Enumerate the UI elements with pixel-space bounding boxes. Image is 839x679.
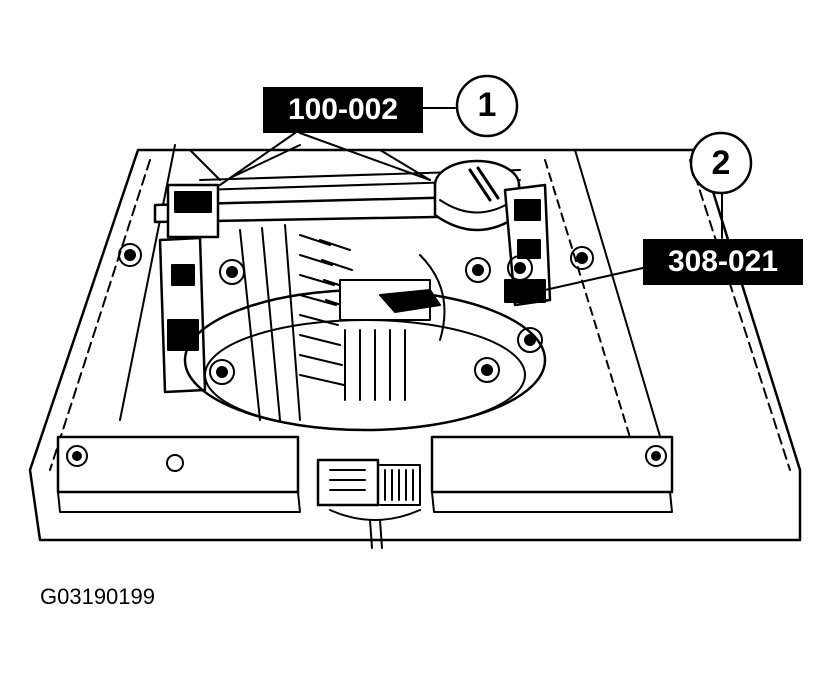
gauge-bracket [503, 183, 552, 307]
figure-id: G03190199 [40, 584, 155, 609]
left-bracket [158, 236, 207, 394]
tool-label-1: 100-002 [263, 87, 423, 133]
fixture-knob [433, 159, 521, 232]
callout-number-1: 1 [477, 86, 497, 124]
housing-bolt-left [118, 243, 142, 267]
callout-circle-2 [689, 131, 753, 195]
callout-circle-1 [455, 74, 519, 138]
tool-label-2: 308-021 [643, 239, 803, 285]
leader-lines [219, 107, 723, 291]
bottom-plate-left [56, 435, 301, 513]
mount-bolts [209, 255, 543, 385]
gear-assembly [183, 224, 547, 432]
bottom-plate-right [430, 435, 674, 513]
center-shaft [316, 458, 421, 549]
callout-number-2: 2 [711, 144, 731, 182]
housing-bolt-right [570, 246, 594, 270]
